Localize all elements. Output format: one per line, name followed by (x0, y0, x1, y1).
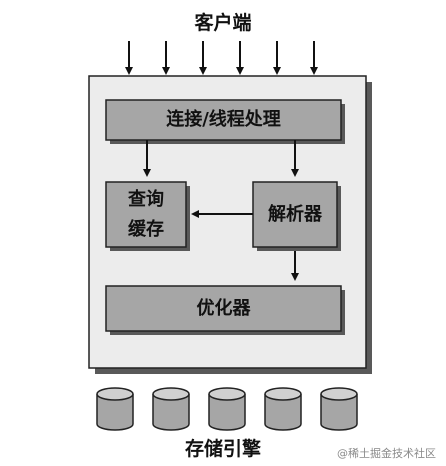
storage-cylinder (152, 387, 190, 431)
query-cache-label-line1: 查询 (128, 188, 164, 210)
storage-cylinders (96, 387, 358, 431)
query-cache-label: 查询 缓存 (106, 182, 186, 247)
client-arrows (125, 41, 318, 75)
query-cache-box (105, 181, 187, 248)
connection-box-label: 连接/线程处理 (166, 109, 281, 130)
storage-cylinder (96, 387, 134, 431)
parser-box-label: 解析器 (268, 203, 322, 225)
connection-box (105, 99, 342, 141)
watermark: @稀土掘金技术社区 (337, 447, 436, 460)
storage-cylinder (208, 387, 246, 431)
client-label: 客户端 (194, 12, 252, 34)
optimizer-box-label: 优化器 (196, 297, 251, 319)
storage-cylinder (264, 387, 302, 431)
storage-cylinder (320, 387, 358, 431)
optimizer-box (105, 285, 342, 332)
storage-engine-label: 存储引擎 (184, 438, 261, 460)
parser-box (252, 181, 338, 248)
query-cache-label-line2: 缓存 (128, 218, 164, 240)
